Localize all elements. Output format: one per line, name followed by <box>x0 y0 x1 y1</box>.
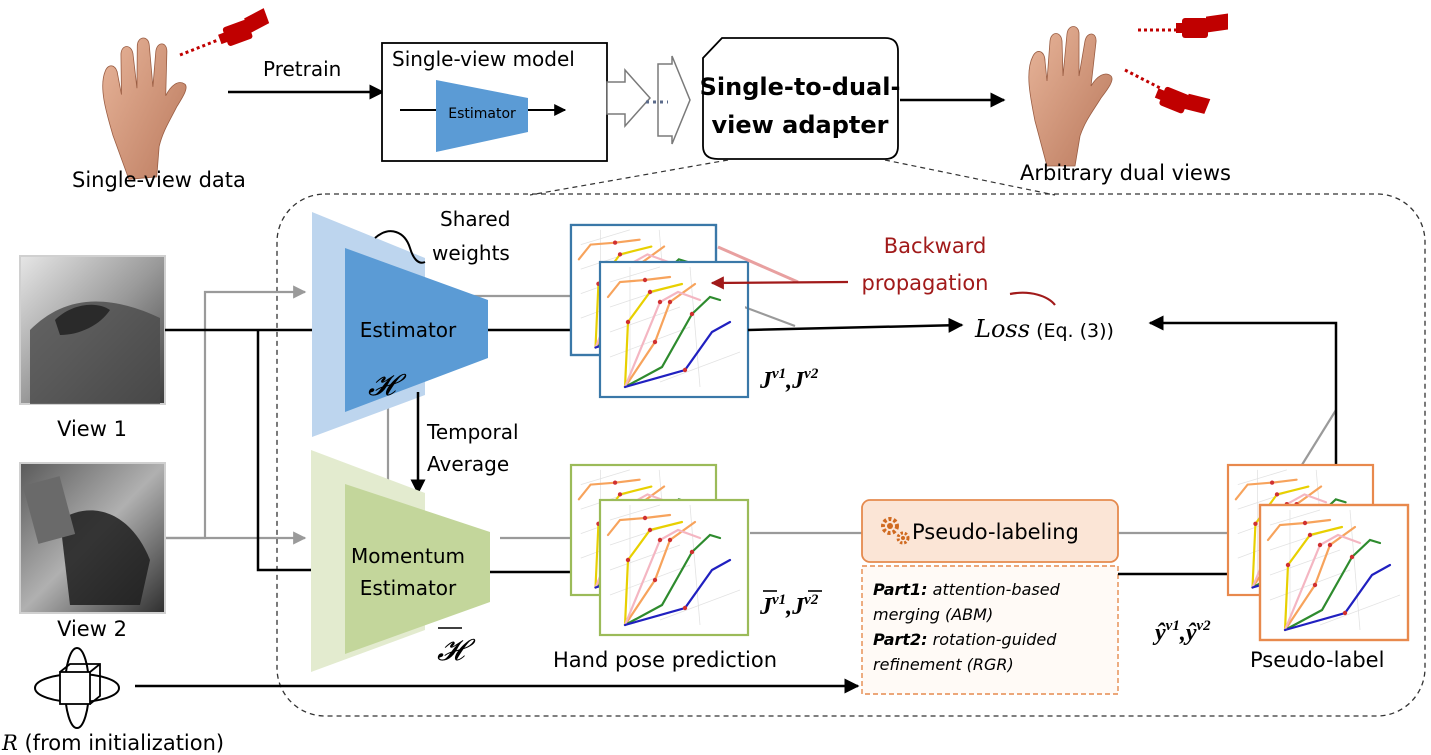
j-label: Jv1,Jv2 <box>759 366 819 394</box>
camera-icon <box>1152 79 1211 122</box>
estimator-shape <box>345 248 488 412</box>
momentum-label-line1: Momentum <box>351 544 465 568</box>
pose-skeleton-icon <box>1258 503 1407 637</box>
pseudo-labeling-title: Pseudo-labeling <box>912 520 1079 544</box>
camera-icon <box>1176 13 1228 38</box>
temporal-average-line1: Temporal <box>426 420 519 444</box>
estimator-label: Estimator <box>360 318 457 342</box>
adapter-box: Single-to-dual- view adapter <box>700 37 901 160</box>
arbitrary-views-label: Arbitrary dual views <box>1020 161 1231 185</box>
hollow-arrow-2 <box>657 55 691 145</box>
estimator-block: Estimator 𝓗 Shared weights <box>312 207 510 437</box>
momentum-shape <box>345 484 490 654</box>
single-view-data-label: Single-view data <box>72 168 246 192</box>
hand-icon <box>98 34 195 182</box>
hand-icon <box>1028 26 1113 167</box>
part1-line2: merging (ABM) <box>873 605 993 624</box>
adapter-frame <box>702 37 899 160</box>
temporal-average-line2: Average <box>427 452 509 476</box>
adapter-title-line1: Single-to-dual- <box>700 73 901 101</box>
part1-line1: Part1: attention-based <box>873 580 1061 599</box>
pseudo-labeling-block: Pseudo-labeling Part1: attention-based m… <box>861 499 1119 695</box>
momentum-pose-frames <box>569 463 750 637</box>
view1-label: View 1 <box>57 417 127 441</box>
adapter-title-line2: view adapter <box>711 111 888 139</box>
pseudo-label-loss-arrow <box>1148 315 1338 474</box>
backward-curve <box>1009 291 1056 306</box>
loss-text: Loss (Eq. (3)) <box>974 315 1114 343</box>
dual-view-hand: Arbitrary dual views <box>1020 13 1231 185</box>
momentum-label-line2: Estimator <box>360 576 457 600</box>
view2-image: View 2 <box>19 462 166 641</box>
part2-line1: Part2: rotation-guided <box>873 630 1057 649</box>
momentum-estimator-block: Momentum Estimator 𝓗 <box>311 450 490 672</box>
part2-line2: refinement (RGR) <box>873 655 1014 674</box>
estimator-pose-frames <box>569 223 750 399</box>
hand-pose-prediction-label: Hand pose prediction <box>553 648 777 672</box>
gray-connectors <box>165 285 1337 545</box>
backward-line1: Backward <box>884 234 987 258</box>
estimator-small-label: Estimator <box>448 106 516 122</box>
backward-arrow <box>710 276 849 290</box>
estimator-small-shape <box>436 80 528 152</box>
pseudo-label-caption: Pseudo-label <box>1250 648 1384 672</box>
camera-ray-2 <box>1124 68 1161 90</box>
single-view-model-box: Single-view model Estimator <box>381 42 608 162</box>
single-view-hand: Single-view data <box>72 8 273 192</box>
rotation-cube-icon <box>34 647 120 729</box>
adapter-detail-panel <box>276 193 1426 717</box>
backward-pink-line <box>717 245 799 284</box>
backward-line2: propagation <box>862 271 989 295</box>
loss-input-arrow <box>747 317 964 333</box>
backward-propagation: Backward propagation <box>710 234 1056 306</box>
j-bar-label: Jv1,Jv2 <box>759 590 822 620</box>
shared-weights-line2: weights <box>432 241 510 265</box>
single-view-model-label: Single-view model <box>392 47 575 71</box>
hollow-arrow <box>606 68 652 128</box>
shared-weights-line1: Shared <box>440 207 510 231</box>
shared-weights-brace <box>374 230 426 264</box>
camera-icon <box>214 8 273 49</box>
camera-ray <box>179 38 219 57</box>
zoom-line-left <box>529 159 729 196</box>
adapter-transition <box>606 55 691 145</box>
y-hat-label: ŷv1,ŷv2 <box>1152 618 1211 646</box>
pose-skeleton-icon <box>598 260 747 394</box>
view2-label: View 2 <box>57 617 127 641</box>
pseudo-label-frames <box>1226 463 1410 642</box>
gear-icon <box>881 517 910 545</box>
momentum-symbol: 𝓗 <box>437 633 476 668</box>
pseudo-labeling-parts <box>861 565 1119 695</box>
view1-image: View 1 <box>19 255 166 441</box>
svg-text:Jv1,Jv2: Jv1,Jv2 <box>759 592 819 620</box>
pseudo-labeling-header <box>861 499 1119 563</box>
rotation-label: R (from initialization) <box>1 731 224 755</box>
pretrain-label: Pretrain <box>263 57 341 81</box>
pose-skeleton-icon <box>598 498 747 632</box>
zoom-line-right <box>884 159 1056 196</box>
